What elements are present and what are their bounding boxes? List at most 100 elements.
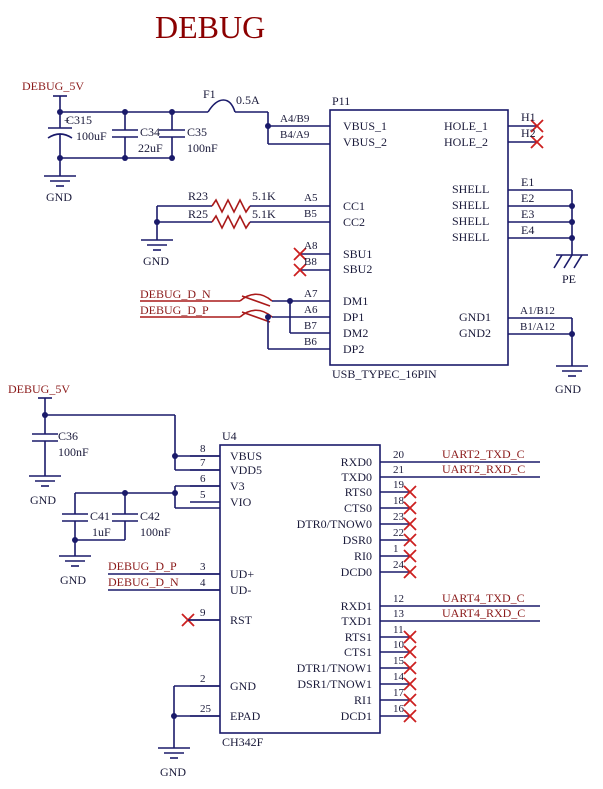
p11-cc1: CC1 <box>343 199 365 213</box>
p11-dp1: DP1 <box>343 310 364 324</box>
u4-pin-num-20: 20 <box>393 449 405 461</box>
c42-ref: C42 <box>140 509 160 523</box>
u4-pin-num-6: 6 <box>200 473 206 485</box>
e4-label: E4 <box>521 223 534 237</box>
c34-value: 22uF <box>138 141 163 155</box>
p11-hole2: HOLE_2 <box>444 135 488 149</box>
u4-pin-num-17: 17 <box>393 687 405 699</box>
p11-shell-3: SHELL <box>452 214 489 228</box>
u4-pin-name-16: DCD1 <box>341 709 372 723</box>
c41-value: 1uF <box>92 525 111 539</box>
u4-pin-name-8: VBUS <box>230 449 262 463</box>
u4-pin-name-4: UD- <box>230 583 251 597</box>
u4-pin-num-18: 18 <box>393 495 405 507</box>
c36-value: 100nF <box>58 445 89 459</box>
ch342f-chip-u4: U4 CH342F <box>219 429 381 749</box>
c36-ref: C36 <box>58 429 78 443</box>
u4-part: CH342F <box>222 735 264 749</box>
u4-pin-name-15: DTR1/TNOW1 <box>297 661 372 675</box>
u4-pin-num-19: 19 <box>393 479 405 491</box>
p11-shell-2: SHELL <box>452 198 489 212</box>
ground-symbol-1 <box>44 175 76 187</box>
cc-resistors: R23 5.1K R25 5.1K A5 B5 GND <box>141 189 330 268</box>
u4-pin-num-2: 2 <box>200 673 206 685</box>
net-debug-dp-bottom: DEBUG_D_P <box>108 559 177 573</box>
u4-pin-num-1: 1 <box>393 543 399 555</box>
p11-ground-network: A1/B12 B1/A12 GND <box>508 305 588 396</box>
u4-ref: U4 <box>222 429 237 443</box>
uart-nets: UART2_TXD_C UART2_RXD_C UART4_TXD_C UART… <box>380 447 540 622</box>
p11-dp2: DP2 <box>343 342 364 356</box>
u4-pin-name-21: TXD0 <box>341 470 372 484</box>
e2-label: E2 <box>521 191 534 205</box>
c35-value: 100nF <box>187 141 218 155</box>
p11-dm2: DM2 <box>343 326 368 340</box>
ud-lines: DEBUG_D_P DEBUG_D_N <box>108 559 220 627</box>
u4-pin-num-8: 8 <box>200 443 206 455</box>
u4-pin-name-7: VDD5 <box>230 463 262 477</box>
u4-pin-name-12: RXD1 <box>341 599 372 613</box>
c34-ref: C34 <box>140 125 160 139</box>
u4-pin-num-14: 14 <box>393 671 405 683</box>
p11-ref: P11 <box>332 94 350 108</box>
u4-pin-num-16: 16 <box>393 703 405 715</box>
net-debug-dn-bottom: DEBUG_D_N <box>108 575 179 589</box>
u4-pin-num-13: 13 <box>393 608 405 620</box>
pin-b4a9: B4/A9 <box>280 129 310 141</box>
pin-b7: B7 <box>304 320 317 332</box>
net-uart4-rxd: UART4_RXD_C <box>442 606 525 620</box>
gnd-label-2: GND <box>555 382 581 396</box>
f1-ref: F1 <box>203 87 216 101</box>
capacitor-c42: C42 100nF <box>112 493 171 540</box>
u4-pin-name-19: RTS0 <box>345 485 372 499</box>
pe-label: PE <box>562 272 576 286</box>
u4-pin-name-14: DSR1/TNOW1 <box>297 677 372 691</box>
net-debug-dn-top: DEBUG_D_N <box>140 287 211 301</box>
capacitor-c34: C34 22uF <box>112 112 163 158</box>
u4-pin-name-5: VIO <box>230 495 252 509</box>
u4-pin-name-2: GND <box>230 679 256 693</box>
h2-label: H2 <box>521 126 536 140</box>
polarity-plus: + <box>64 116 70 127</box>
pin-a8: A8 <box>304 240 318 252</box>
shell-pe-network: E1 E2 E3 E4 PE <box>508 175 588 286</box>
power-input-network: DEBUG_5V C315 100uF + GND <box>22 79 330 204</box>
gnd-label-5: GND <box>60 573 86 587</box>
h1-label: H1 <box>521 110 536 124</box>
pin-b5: B5 <box>304 208 317 220</box>
capacitor-c41: C41 1uF <box>62 493 111 540</box>
u4-pin-name-11: RTS1 <box>345 630 372 644</box>
e1-label: E1 <box>521 175 534 189</box>
pin-b1a12: B1/A12 <box>520 321 555 333</box>
capacitor-c36: C36 100nF <box>32 415 89 476</box>
p11-gnd2: GND2 <box>459 326 491 340</box>
c315-ref: C315 <box>66 113 92 127</box>
pin-a7: A7 <box>304 288 318 300</box>
u4-right-pins: 20RXD021TXD019RTS018CTS023DTR0/TNOW022DS… <box>297 449 417 723</box>
e3-label: E3 <box>521 207 534 221</box>
pin-a1b12: A1/B12 <box>520 305 555 317</box>
p11-shell-4: SHELL <box>452 230 489 244</box>
p11-shell-1: SHELL <box>452 182 489 196</box>
net-uart2-txd: UART2_TXD_C <box>442 447 525 461</box>
u4-pin-name-13: TXD1 <box>341 614 372 628</box>
fuse-f1: F1 0.5A <box>203 87 260 113</box>
gnd-label-4: GND <box>30 493 56 507</box>
c35-ref: C35 <box>187 125 207 139</box>
p11-sbu1: SBU1 <box>343 247 372 261</box>
p11-vbus2: VBUS_2 <box>343 135 387 149</box>
u4-pin-name-25: EPAD <box>230 709 261 723</box>
mount-holes: H1 H2 <box>508 110 544 149</box>
u4-pin-num-22: 22 <box>393 527 404 539</box>
c41-ref: C41 <box>90 509 110 523</box>
p11-vbus1: VBUS_1 <box>343 119 387 133</box>
page-title: DEBUG <box>155 9 265 45</box>
u4-pin-num-24: 24 <box>393 559 405 571</box>
u4-pin-num-7: 7 <box>200 457 206 469</box>
pin-a4b9: A4/B9 <box>280 113 310 125</box>
gnd-label-6: GND <box>160 765 186 779</box>
p11-hole1: HOLE_1 <box>444 119 488 133</box>
net-label-debug-5v-bottom: DEBUG_5V <box>8 382 70 396</box>
